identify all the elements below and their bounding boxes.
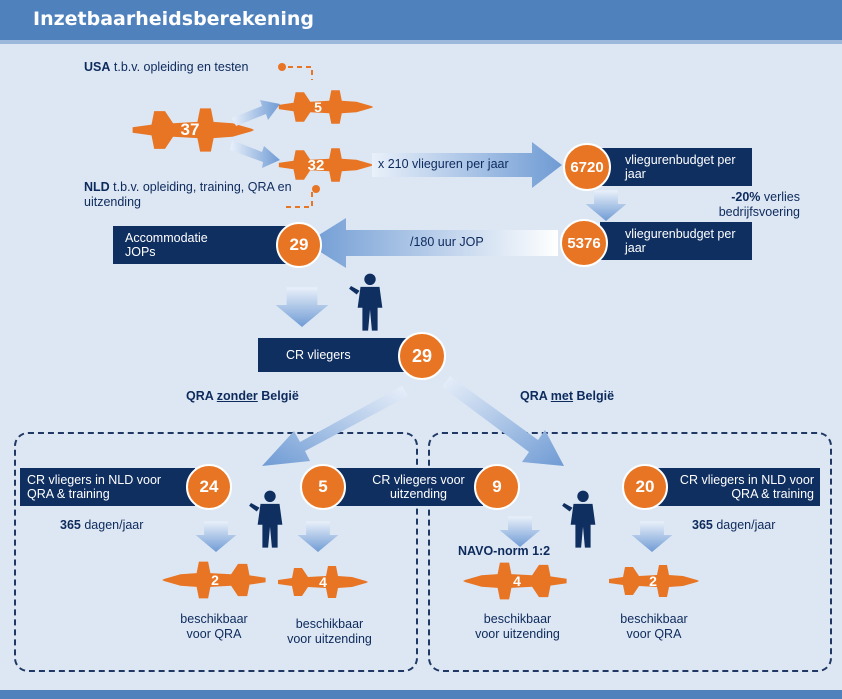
days-per-year-without: 365 dagen/jaar <box>60 518 143 533</box>
days-number: 365 <box>60 518 81 532</box>
hours-per-year-label: x 210 vlieguren per jaar <box>378 157 509 171</box>
fleet-nld-value: 32 <box>307 156 325 174</box>
deployment-box: CR vliegers voor uitzending <box>328 468 483 506</box>
pilot-silhouette-icon <box>562 490 596 548</box>
qra-box-without: CR vliegers in NLD voor QRA & training <box>20 468 195 506</box>
scenario-frame-without-belgium <box>14 432 418 672</box>
footer-bar <box>0 690 842 699</box>
avail-dep-value-with: 4 <box>513 573 521 589</box>
deployment-label: CR vliegers voor uitzending <box>372 473 465 501</box>
days-text: dagen/jaar <box>80 518 144 532</box>
budget-value-1: 6720 <box>563 143 611 191</box>
right-arrow-icon <box>372 142 562 188</box>
avail-qra-value-with: 2 <box>649 573 657 589</box>
title-pre: QRA <box>520 389 551 403</box>
budget-box-1: vliegurenbudget per jaar <box>600 148 752 186</box>
nld-text: t.b.v. opleiding, training, QRA en uitze… <box>84 180 292 209</box>
scenario-frame-with-belgium <box>428 432 832 672</box>
fleet-total-value: 37 <box>180 120 200 139</box>
qra-value-without: 24 <box>186 464 232 510</box>
qra-box-with: CR vliegers in NLD voor QRA & training <box>648 468 820 506</box>
down-arrow-icon <box>585 190 627 221</box>
accommodation-value: 29 <box>276 222 322 268</box>
days-per-year-with: 365 dagen/jaar <box>692 518 775 533</box>
usa-dashed-connector <box>278 63 313 80</box>
loss-percent: -20% <box>731 190 761 204</box>
diagonal-arrow-right <box>442 376 564 466</box>
accommodation-label: Accommodatie JOPs <box>125 231 208 259</box>
budget-value-2: 5376 <box>560 219 608 267</box>
title-underlined: met <box>550 389 574 403</box>
down-arrow-icon <box>499 516 541 547</box>
avail-qra-label-without: beschikbaar voor QRA <box>180 612 248 641</box>
avail-qra-value-without: 2 <box>211 572 219 588</box>
page-title: Inzetbaarheidsberekening <box>33 8 314 30</box>
cr-pilots-value: 29 <box>398 332 446 380</box>
header-bar: Inzetbaarheidsberekening <box>0 0 842 44</box>
usa-description: USA t.b.v. opleiding en testen <box>84 60 274 75</box>
pilot-silhouette-icon <box>249 490 283 548</box>
usa-text: t.b.v. opleiding en testen <box>110 60 249 74</box>
title-post: België <box>573 389 615 403</box>
avail-qra-label-with: beschikbaar voor QRA <box>620 612 688 641</box>
qra-value-with: 20 <box>622 464 668 510</box>
left-arrow-icon <box>306 218 558 268</box>
cr-pilots-label: CR vliegers <box>286 348 351 362</box>
scenario-title-with: QRA met België <box>520 389 614 404</box>
pilot-silhouette-icon <box>349 273 383 331</box>
avail-dep-label-without: beschikbaar voor uitzending <box>287 617 372 646</box>
fleet-usa-value: 5 <box>314 99 322 115</box>
down-arrow-icon <box>195 521 237 552</box>
loss-note: -20% verlies bedrijfsvoering <box>660 190 800 220</box>
down-arrow-icon <box>297 521 339 552</box>
usa-prefix: USA <box>84 60 111 74</box>
loss-text: verlies bedrijfsvoering <box>718 190 800 219</box>
days-number: 365 <box>692 518 713 532</box>
nato-norm-label: NAVO-norm 1:2 <box>458 544 551 558</box>
diagonal-arrow-left <box>262 386 408 466</box>
budget-box-2: vliegurenbudget per jaar <box>600 222 752 260</box>
scenario-title-without: QRA zonder België <box>186 389 299 404</box>
qra-label-without: CR vliegers in NLD voor QRA & training <box>27 473 162 501</box>
right-arrow-icon <box>230 140 280 168</box>
title-pre: QRA <box>186 389 217 403</box>
cr-pilots-box: CR vliegers <box>258 338 418 372</box>
accommodation-box: Accommodatie JOPs <box>113 226 288 264</box>
nld-prefix: NLD <box>84 180 110 194</box>
nld-dashed-connector <box>286 185 320 208</box>
days-text: dagen/jaar <box>712 518 776 532</box>
deployment-value-without: 5 <box>300 464 346 510</box>
down-arrow-icon <box>275 287 329 327</box>
down-arrow-icon <box>631 521 673 552</box>
budget-label-2: vliegurenbudget per jaar <box>625 227 736 255</box>
avail-dep-value-without: 4 <box>319 574 327 590</box>
title-underlined: zonder <box>216 389 258 403</box>
jop-label: /180 uur JOP <box>410 235 484 249</box>
nld-description: NLD t.b.v. opleiding, training, QRA en u… <box>84 180 309 210</box>
deployment-value-with: 9 <box>474 464 520 510</box>
avail-dep-label-with: beschikbaar voor uitzending <box>475 612 560 641</box>
budget-label-1: vliegurenbudget per jaar <box>625 153 736 181</box>
qra-label-with: CR vliegers in NLD voor QRA & training <box>679 473 814 501</box>
right-arrow-icon <box>232 100 280 126</box>
title-post: België <box>257 389 299 403</box>
